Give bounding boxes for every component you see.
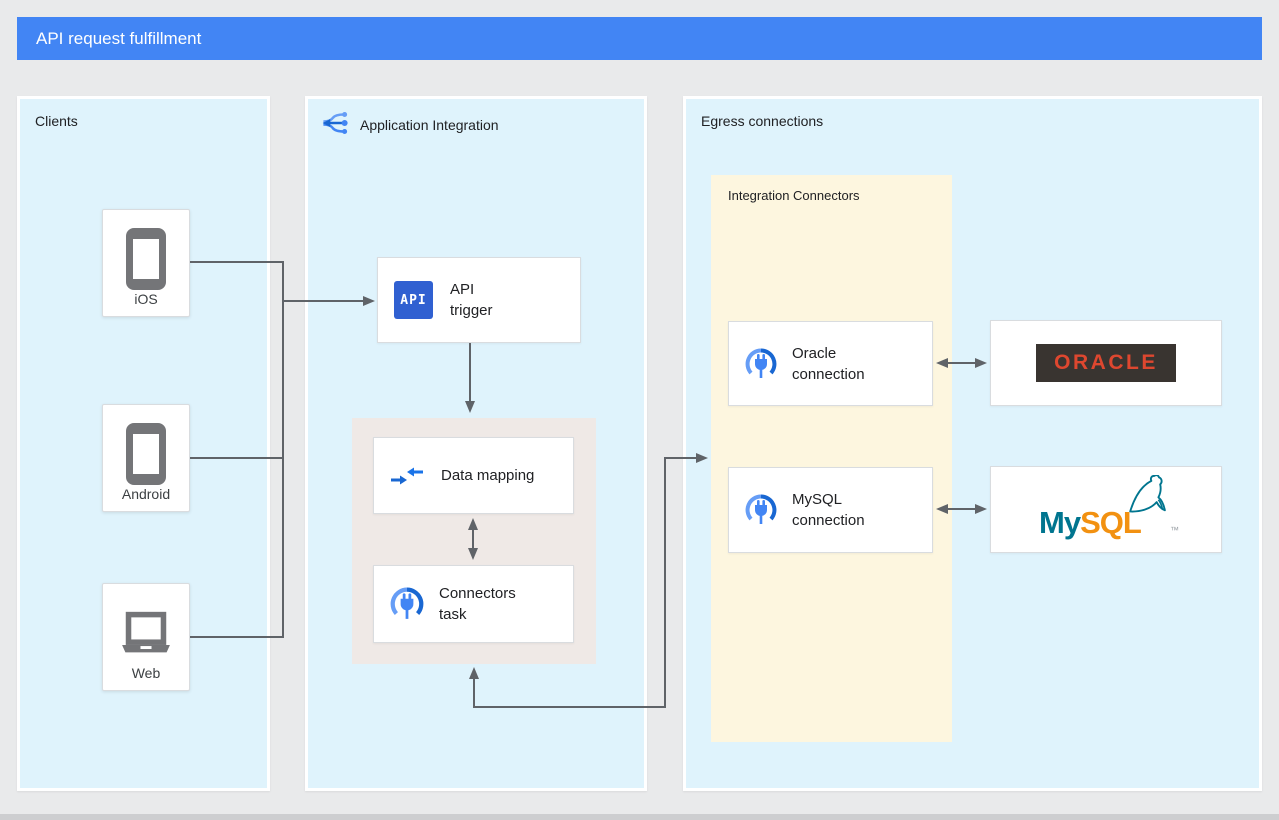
client-label: iOS xyxy=(134,291,158,307)
client-label: Android xyxy=(121,486,171,502)
mysql-logo: MySQL ™ xyxy=(1031,473,1181,543)
client-card-android: Android xyxy=(102,404,190,512)
diagram-title-bar: API request fulfillment xyxy=(17,17,1262,60)
client-card-web: Web xyxy=(102,583,190,691)
oracle-connection-label: Oracle connection xyxy=(792,344,865,383)
application-integration-icon xyxy=(319,108,349,138)
connectors-plug-icon xyxy=(390,587,424,621)
mysql-dolphin-icon xyxy=(1125,473,1173,520)
oracle-logo: ORACLE xyxy=(1036,344,1176,382)
connectors-plug-icon xyxy=(745,494,777,526)
data-mapping-node: Data mapping xyxy=(373,437,574,514)
client-label: Web xyxy=(131,665,161,681)
integration-connectors-group: Integration Connectors xyxy=(711,175,952,742)
connectors-task-node: Connectors task xyxy=(373,565,574,643)
data-mapping-icon xyxy=(390,463,424,489)
data-mapping-label: Data mapping xyxy=(441,467,535,484)
api-trigger-icon: API xyxy=(394,281,433,319)
oracle-logo-text: ORACLE xyxy=(1054,351,1158,374)
mysql-connection-label: MySQL connection xyxy=(792,491,865,529)
mysql-database-node: MySQL ™ xyxy=(990,466,1222,553)
mysql-trademark: ™ xyxy=(1170,524,1179,535)
oracle-database-node: ORACLE xyxy=(990,320,1222,406)
bottom-edge-strip xyxy=(0,814,1279,820)
phone-icon xyxy=(123,422,169,486)
clients-panel-title: Clients xyxy=(35,113,78,129)
laptop-icon xyxy=(118,601,174,665)
client-card-ios: iOS xyxy=(102,209,190,317)
application-integration-panel-title: Application Integration xyxy=(360,117,499,133)
egress-panel-title: Egress connections xyxy=(701,113,824,129)
connectors-plug-icon xyxy=(745,348,777,380)
diagram-title: API request fulfillment xyxy=(36,28,202,48)
api-trigger-node: API API trigger xyxy=(377,257,581,343)
oracle-connection-node: Oracle connection xyxy=(728,321,933,406)
mysql-connection-node: MySQL connection xyxy=(728,467,933,553)
integration-connectors-title: Integration Connectors xyxy=(728,188,860,203)
mysql-logo-text: MySQL xyxy=(1039,504,1142,540)
phone-icon xyxy=(123,227,169,291)
connectors-task-label: Connectors task xyxy=(439,585,516,623)
api-trigger-label: API trigger xyxy=(450,281,493,319)
